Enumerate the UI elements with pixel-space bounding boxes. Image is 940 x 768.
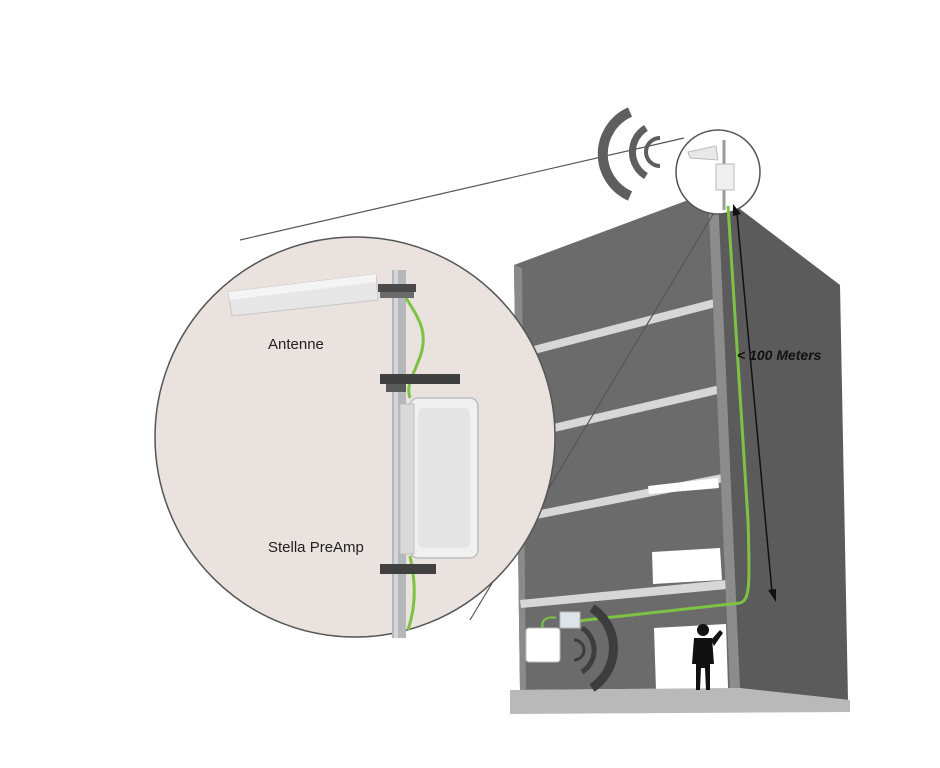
- building-corner-pillar: [708, 192, 740, 688]
- indoor-signal-waves: [573, 604, 618, 692]
- rooftop-antenna: [687, 140, 735, 210]
- person-on-phone-icon: [692, 624, 723, 690]
- signal-waves-icon: [573, 638, 586, 662]
- preamp-label: Stella PreAmp: [268, 539, 364, 556]
- building-base-slab: [510, 688, 850, 714]
- antenna-label: Antenne: [268, 336, 324, 353]
- window-opening: [652, 548, 722, 584]
- zoomed-equipment: [227, 270, 479, 638]
- distance-arrow: [733, 204, 776, 602]
- distance-label: < 100 Meters: [737, 347, 822, 363]
- indoor-amplifier: [525, 611, 581, 663]
- rooftop-signal-waves: [597, 107, 661, 201]
- signal-waves-icon: [644, 136, 661, 168]
- window-opening: [648, 478, 719, 494]
- coax-cable: [404, 297, 425, 399]
